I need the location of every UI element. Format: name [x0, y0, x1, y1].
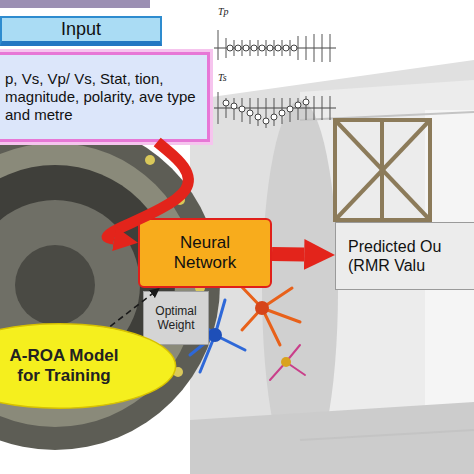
- signal-plot: [243, 45, 249, 51]
- flow-arrow: [110, 294, 152, 326]
- input-banner: Input: [0, 16, 162, 46]
- node-text: p, Vs, Vp/ Vs, Stat, tion, magnitude, po…: [5, 70, 199, 124]
- signal-plot: [242, 40, 243, 56]
- support-frame: [380, 120, 384, 220]
- node-text: Optimal Weight: [148, 304, 204, 333]
- cutter-disc: [175, 195, 185, 205]
- signal-plot: [322, 34, 323, 62]
- signal-plot: [282, 40, 283, 56]
- signal-plot: [214, 30, 336, 128]
- weight-box: Optimal Weight: [143, 291, 209, 345]
- node-text: A-ROA Model for Training: [3, 346, 125, 387]
- signal-plot: [295, 102, 301, 108]
- signal-plot: [226, 38, 227, 58]
- signal-plot: [218, 92, 330, 128]
- signal-plot: [290, 40, 291, 56]
- signal-plot: [275, 45, 281, 51]
- signal-plot: [287, 106, 293, 112]
- support-frame: [335, 120, 430, 220]
- signal-plot: [223, 99, 309, 124]
- signal-plot: [259, 45, 265, 51]
- signal-plot: [303, 99, 309, 105]
- signal-plot: [239, 106, 245, 112]
- neuron-cells: [255, 301, 269, 315]
- signal-plot: [330, 34, 331, 62]
- flow-arrow: [272, 247, 304, 261]
- signal-plot: [251, 45, 257, 51]
- support-frame: [335, 120, 430, 220]
- signal-plot: [255, 114, 261, 120]
- support-frame: [335, 120, 430, 220]
- signal-plot: [267, 45, 273, 51]
- signal-plot: [283, 45, 289, 51]
- neuron-cells: [240, 285, 300, 345]
- training-ellipse: A-ROA Model for Training: [0, 322, 178, 410]
- signal-plot: [274, 98, 275, 126]
- signal-plot: [266, 40, 267, 56]
- signal-label: Tp: [218, 6, 229, 17]
- signal-plot: [314, 34, 315, 62]
- signal-plot: [250, 40, 251, 56]
- node-text: Predicted Ou (RMR Valu: [348, 237, 474, 275]
- signal-plot: [271, 114, 277, 120]
- machine-body: [190, 402, 474, 474]
- signal-plot: [247, 110, 253, 116]
- node-text: Neural Network: [148, 233, 262, 274]
- signal-plot: [218, 92, 219, 124]
- signal-plot: [223, 100, 229, 106]
- neuron-cells: [208, 328, 222, 342]
- signal-plot: [263, 118, 269, 124]
- signal-plot: [227, 45, 233, 51]
- signal-plot: [322, 96, 323, 120]
- signal-plot: [235, 45, 241, 51]
- signal-plot: [218, 30, 330, 62]
- signal-plot: [298, 36, 299, 60]
- cutter-disc: [145, 155, 155, 165]
- signal-plot: [258, 40, 259, 56]
- signal-plot: [274, 40, 275, 56]
- cutter-head: [15, 245, 95, 325]
- input-parameters-box: p, Vs, Vp/ Vs, Stat, tion, magnitude, po…: [0, 52, 210, 142]
- process-box: Neural Network: [138, 218, 272, 288]
- support-frame: [335, 120, 430, 220]
- signal-plot: [314, 96, 315, 120]
- signal-plot: [258, 98, 259, 126]
- signal-plot: [227, 45, 297, 51]
- signal-plot: [306, 36, 307, 60]
- signal-plot: [298, 98, 299, 120]
- neuron-cells: [270, 345, 305, 380]
- signal-plot: [330, 96, 331, 120]
- signal-plot: [234, 40, 235, 56]
- node-text: Input: [61, 19, 101, 41]
- signal-label: Ts: [218, 72, 227, 83]
- signal-plot: [218, 30, 219, 60]
- signal-plot: [291, 45, 297, 51]
- ellipse-outline: [0, 324, 176, 408]
- neuron-cells: [281, 357, 291, 367]
- output-box: Predicted Ou (RMR Valu: [335, 222, 474, 290]
- signal-plot: [231, 103, 237, 109]
- signal-plot: [279, 110, 285, 116]
- flow-arrow: [107, 142, 188, 239]
- machine-body: [300, 430, 474, 440]
- top-bar: [0, 0, 150, 8]
